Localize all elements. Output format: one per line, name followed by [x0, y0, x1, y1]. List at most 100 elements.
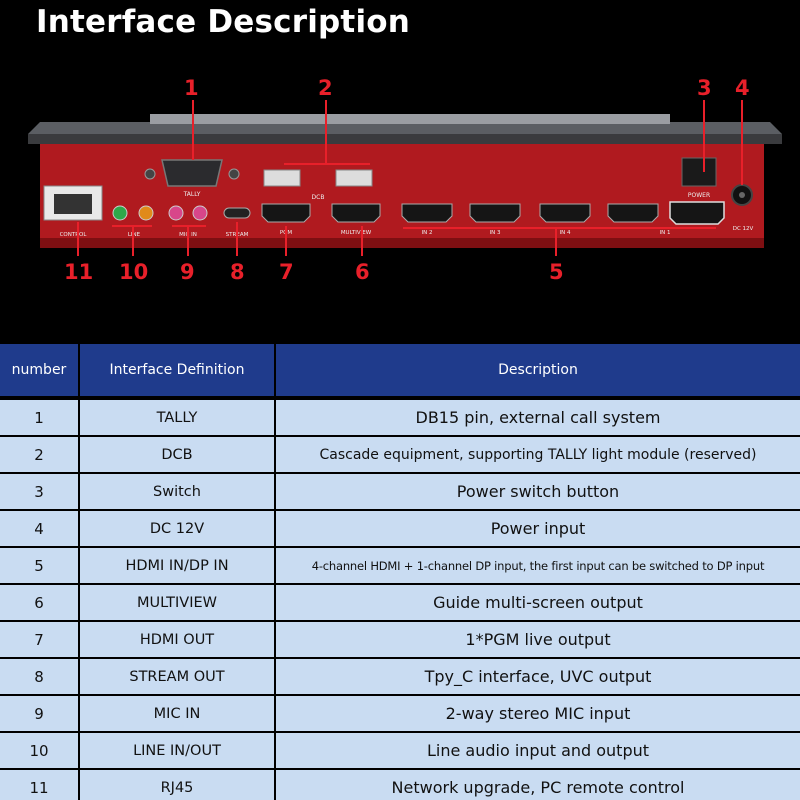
- power-switch-label: POWER: [688, 192, 710, 199]
- in1-port-label: IN 1: [660, 230, 671, 236]
- hdmi-in2-port-icon: [401, 203, 453, 223]
- control-port-label: CONTROL: [60, 232, 88, 238]
- cell-definition: HDMI IN/DP IN: [80, 548, 274, 583]
- tally-port-label: TALLY: [183, 191, 201, 198]
- dc-jack-pin-icon: [739, 192, 745, 198]
- dc-jack-label: DC 12V: [733, 226, 754, 232]
- interface-table: number Interface Definition Description …: [0, 344, 800, 800]
- cell-definition: DC 12V: [80, 511, 274, 546]
- cell-definition: TALLY: [80, 400, 274, 435]
- cell-definition: STREAM OUT: [80, 659, 274, 694]
- header-interface-definition: Interface Definition: [80, 344, 274, 396]
- table-row: 10 LINE IN/OUT Line audio input and outp…: [0, 733, 800, 768]
- cell-description: DB15 pin, external call system: [276, 400, 800, 435]
- device-chassis: [40, 144, 764, 248]
- callout-3: 3: [697, 76, 712, 100]
- dcb-port-right-icon: [335, 169, 373, 187]
- callout-10: 10: [119, 260, 149, 284]
- table-row: 6 MULTIVIEW Guide multi-screen output: [0, 585, 800, 620]
- cell-description: Power switch button: [276, 474, 800, 509]
- cell-number: 3: [0, 474, 78, 509]
- header-description: Description: [276, 344, 800, 396]
- callout-2: 2: [318, 76, 333, 100]
- cell-definition: Switch: [80, 474, 274, 509]
- tally-screw-right-icon: [228, 168, 240, 180]
- cell-number: 1: [0, 400, 78, 435]
- device-chassis-bottom: [40, 238, 764, 248]
- hdmi-pgm-port-icon: [261, 203, 311, 223]
- page-title: Interface Description: [36, 4, 411, 40]
- dcb-port-left-icon: [263, 169, 301, 187]
- dcb-port-label: DCB: [312, 194, 325, 201]
- cell-definition: DCB: [80, 437, 274, 472]
- line-jack-green-icon: [112, 205, 128, 221]
- table-row: 9 MIC IN 2-way stereo MIC input: [0, 696, 800, 731]
- cell-number: 2: [0, 437, 78, 472]
- device-top-lid: [28, 122, 782, 134]
- cell-number: 8: [0, 659, 78, 694]
- rj45-socket-icon: [54, 194, 92, 214]
- dp-in1-port-icon: [669, 201, 725, 225]
- callout-11: 11: [64, 260, 94, 284]
- power-switch-icon: [681, 157, 717, 187]
- device-photo: TALLY DCB POWER DC 12V CONTROL LINE MIC …: [0, 60, 800, 342]
- cell-definition: HDMI OUT: [80, 622, 274, 657]
- multiview-port-label: MULTIVIEW: [341, 230, 372, 236]
- cell-description: Line audio input and output: [276, 733, 800, 768]
- callout-8: 8: [230, 260, 245, 284]
- cell-number: 10: [0, 733, 78, 768]
- table-row: 7 HDMI OUT 1*PGM live output: [0, 622, 800, 657]
- cell-number: 9: [0, 696, 78, 731]
- cell-definition: RJ45: [80, 770, 274, 800]
- tally-db15-port-icon: [161, 159, 223, 187]
- cell-number: 4: [0, 511, 78, 546]
- callout-4: 4: [735, 76, 750, 100]
- cell-description: Power input: [276, 511, 800, 546]
- table-row: 8 STREAM OUT Tpy_C interface, UVC output: [0, 659, 800, 694]
- hdmi-port-group: [261, 201, 725, 225]
- cell-description: Cascade equipment, supporting TALLY ligh…: [276, 437, 800, 472]
- cell-description: Network upgrade, PC remote control: [276, 770, 800, 800]
- cell-description: 2-way stereo MIC input: [276, 696, 800, 731]
- cell-number: 6: [0, 585, 78, 620]
- cell-number: 7: [0, 622, 78, 657]
- cell-description: 4-channel HDMI + 1-channel DP input, the…: [276, 548, 800, 583]
- cell-definition: LINE IN/OUT: [80, 733, 274, 768]
- callout-leader-lines: [77, 100, 743, 256]
- cell-definition: MIC IN: [80, 696, 274, 731]
- tally-screw-left-icon: [144, 168, 156, 180]
- table-row: 11 RJ45 Network upgrade, PC remote contr…: [0, 770, 800, 800]
- stream-usbc-port-icon: [223, 207, 251, 219]
- hdmi-in3-port-icon: [469, 203, 521, 223]
- table-row: 2 DCB Cascade equipment, supporting TALL…: [0, 437, 800, 472]
- hdmi-in1-port-icon: [607, 203, 659, 223]
- cell-description: 1*PGM live output: [276, 622, 800, 657]
- hdmi-in4-port-icon: [539, 203, 591, 223]
- callout-7: 7: [279, 260, 294, 284]
- in3-port-label: IN 3: [490, 230, 501, 236]
- cell-description: Guide multi-screen output: [276, 585, 800, 620]
- in4-port-label: IN 4: [560, 230, 571, 236]
- callout-1: 1: [184, 76, 199, 100]
- callout-5: 5: [549, 260, 564, 284]
- mic-jack-pink-right-icon: [192, 205, 208, 221]
- device-top-edge: [28, 134, 782, 144]
- callout-6: 6: [355, 260, 370, 284]
- callout-9: 9: [180, 260, 195, 284]
- device-top-buttons: [150, 114, 670, 124]
- in2-port-label: IN 2: [422, 230, 433, 236]
- table-row: 3 Switch Power switch button: [0, 474, 800, 509]
- table-row: 1 TALLY DB15 pin, external call system: [0, 400, 800, 435]
- cell-number: 5: [0, 548, 78, 583]
- cell-description: Tpy_C interface, UVC output: [276, 659, 800, 694]
- line-jack-label: LINE: [128, 232, 141, 238]
- cell-number: 11: [0, 770, 78, 800]
- header-number: number: [0, 344, 78, 396]
- cell-definition: MULTIVIEW: [80, 585, 274, 620]
- hdmi-multiview-port-icon: [331, 203, 381, 223]
- device-rear-panel: TALLY DCB POWER DC 12V CONTROL LINE MIC …: [28, 100, 782, 256]
- table-row: 4 DC 12V Power input: [0, 511, 800, 546]
- mic-jack-pink-left-icon: [168, 205, 184, 221]
- table-row: 5 HDMI IN/DP IN 4-channel HDMI + 1-chann…: [0, 548, 800, 583]
- line-jack-orange-icon: [138, 205, 154, 221]
